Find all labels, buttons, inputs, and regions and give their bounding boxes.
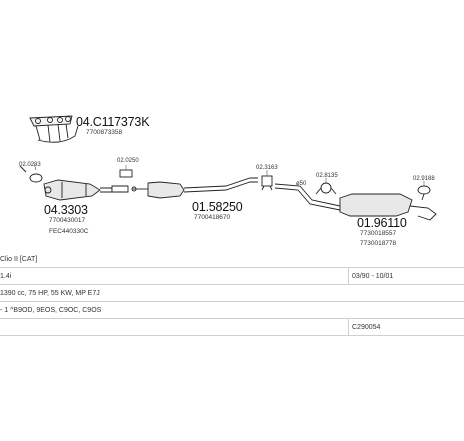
column-divider (348, 319, 349, 335)
rear-silencer-ref-2: 7730018778 (360, 240, 397, 247)
info-row-model: Clio II [CAT] (0, 251, 464, 268)
front-pipe-code: 01.58250 (192, 200, 243, 214)
spec-text: 1390 cc, 75 HP, 55 KW, MP E7J (0, 290, 100, 297)
catalyst-part (43, 179, 113, 201)
vehicle-info-table: Clio II [CAT] 1.4i 03/90 - 10/01 1390 cc… (0, 251, 464, 336)
catalyst-code: 04.3303 (44, 203, 88, 217)
clamp-2-part (315, 182, 337, 195)
mid-pipe-part (274, 183, 341, 211)
info-row-spec: 1390 cc, 75 HP, 55 KW, MP E7J (0, 285, 464, 302)
front-pipe-ref: 7700418670 (194, 214, 231, 221)
gasket-code: 02.0233 (19, 162, 41, 168)
catalog-code-text: C290054 (352, 324, 381, 331)
rear-silencer-part (339, 193, 437, 221)
years-text: 03/90 - 10/01 (352, 273, 394, 280)
info-row-engine-codes: - 1 ^B9OD, 9EOS, C9OC, C9OS (0, 302, 464, 319)
hanger-2-code: 02.9188 (413, 176, 435, 182)
clamp-code: 02.0250 (117, 158, 139, 164)
engine-text: 1.4i (0, 273, 12, 280)
gasket-part (19, 165, 43, 183)
front-pipe-part (132, 177, 258, 199)
manifold-part (29, 115, 79, 143)
engine-codes-text: - 1 ^B9OD, 9EOS, C9OC, C9OS (0, 307, 102, 314)
catalyst-ref-2: FEC440330C (49, 228, 89, 235)
exhaust-drawing (19, 115, 437, 221)
hanger-code: 02.3163 (256, 165, 278, 171)
rear-silencer-ref-1: 7730018557 (360, 230, 397, 237)
model-text: Clio II [CAT] (0, 256, 38, 263)
diameter-label: ø50 (296, 181, 307, 187)
clamp-2-code: 02.8135 (316, 173, 338, 179)
exhaust-system-diagram: 04.C117373K 7700873358 02.0233 04.3303 7… (19, 115, 437, 247)
column-divider (348, 268, 349, 284)
hanger-part (261, 175, 273, 191)
manifold-ref: 7700873358 (86, 129, 123, 136)
rear-silencer-code: 01.96110 (357, 216, 407, 230)
info-row-catalog: C290054 (0, 319, 464, 336)
manifold-code: 04.C117373K (76, 115, 150, 129)
hanger-2-part (417, 185, 431, 201)
catalyst-ref-1: 7700430017 (49, 217, 86, 224)
info-row-engine: 1.4i 03/90 - 10/01 (0, 268, 464, 285)
